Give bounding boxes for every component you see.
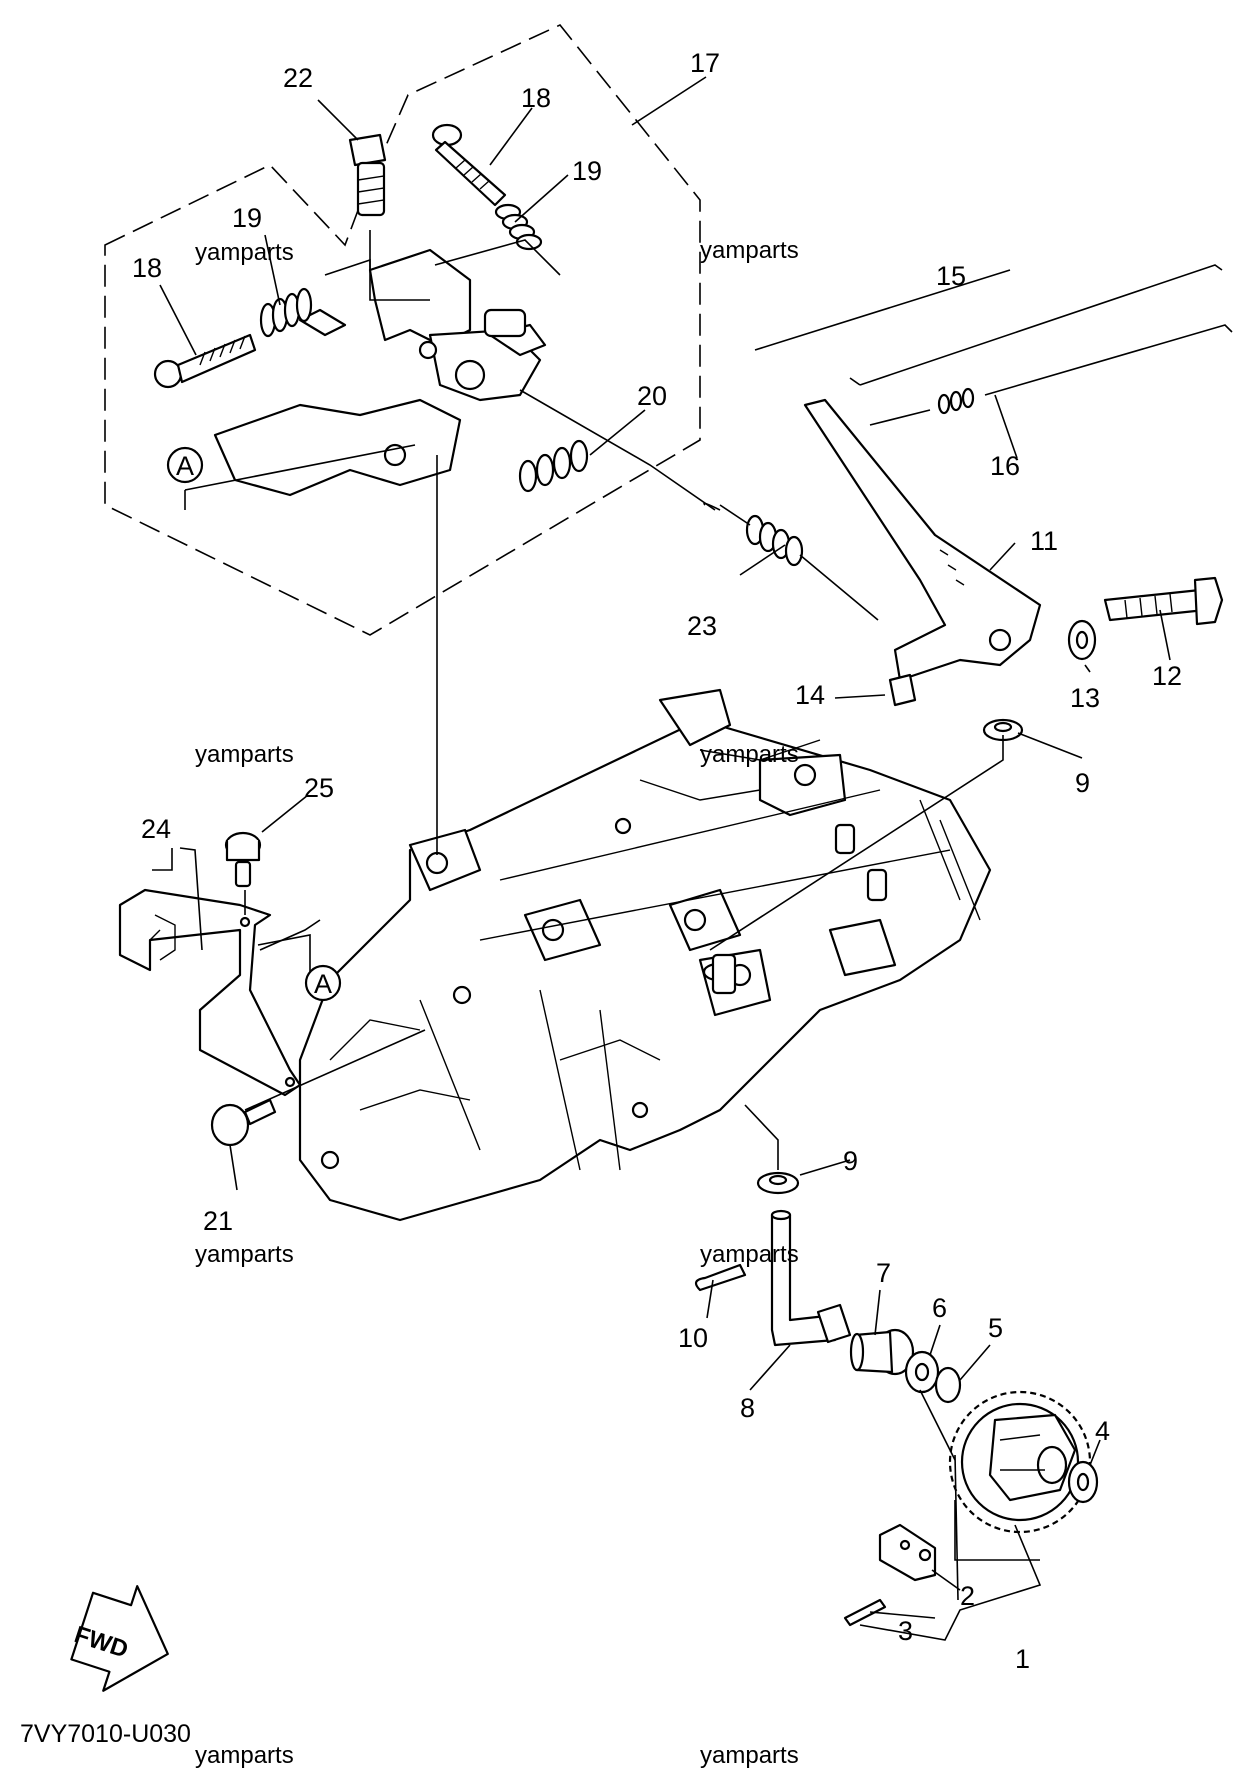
callout-20: 20 — [637, 381, 667, 411]
bolt-21 — [210, 1098, 277, 1147]
callout-17: 17 — [690, 48, 720, 78]
callout-21: 21 — [203, 1206, 233, 1236]
governor-gear-1 — [948, 1390, 1092, 1534]
reference-marker-a-bottom: A — [304, 964, 342, 1002]
watermark-5: yamparts — [195, 1241, 294, 1268]
watermark-2: yamparts — [700, 237, 799, 264]
callout-24: 24 — [141, 814, 171, 844]
callout-25: 25 — [304, 773, 334, 803]
callout-16: 16 — [990, 451, 1020, 481]
collar-7 — [849, 1328, 915, 1376]
nut-14 — [888, 673, 917, 707]
watermark-1: yamparts — [195, 239, 294, 266]
watermark-7: yamparts — [195, 1742, 294, 1769]
callout-numbers: 1 2 3 4 5 6 7 8 9 9 10 11 12 13 14 15 16… — [132, 48, 1182, 1674]
assembly-17-dashed-outline — [104, 24, 701, 636]
washer-9-bottom — [756, 1171, 800, 1195]
bolt-25 — [224, 831, 262, 888]
throttle-bracket-assembly — [213, 248, 547, 497]
callout-14: 14 — [795, 680, 825, 710]
callout-18-left: 18 — [132, 253, 162, 283]
callout-4: 4 — [1095, 1416, 1110, 1446]
washer-4 — [1067, 1460, 1099, 1504]
screw-18-top — [431, 123, 507, 207]
circlip-5 — [934, 1366, 962, 1404]
washer-6 — [904, 1350, 940, 1394]
screw-18-left — [153, 333, 257, 389]
callout-11: 11 — [1030, 526, 1058, 556]
callout-18-top: 18 — [521, 83, 551, 113]
callout-6: 6 — [932, 1293, 947, 1323]
bolt-22 — [348, 133, 387, 217]
diagram-code: 7VY7010-U030 — [20, 1720, 191, 1748]
callout-15: 15 — [936, 261, 966, 291]
watermark-3: yamparts — [195, 741, 294, 768]
watermark-6: yamparts — [700, 1241, 799, 1268]
watermark-4: yamparts — [700, 741, 799, 768]
callout-19-top: 19 — [572, 156, 602, 186]
callout-13: 13 — [1070, 683, 1100, 713]
lever-11 — [803, 398, 1042, 682]
callout-22: 22 — [283, 63, 313, 93]
rod-16 — [869, 324, 1233, 426]
callout-2: 2 — [960, 1581, 975, 1611]
governor-shaft-8 — [770, 1209, 852, 1347]
plate-2 — [878, 1523, 937, 1582]
callout-9-upper: 9 — [1075, 768, 1090, 798]
washer-13 — [1067, 619, 1097, 661]
svg-text:A: A — [314, 969, 332, 999]
watermarks: yamparts yamparts yamparts yamparts yamp… — [195, 237, 799, 1769]
bolt-12 — [1103, 576, 1224, 626]
rod-15 — [849, 264, 1223, 386]
callout-19-left: 19 — [232, 203, 262, 233]
reference-marker-a-top: A — [166, 446, 204, 484]
callout-7: 7 — [876, 1258, 891, 1288]
svg-text:A: A — [176, 451, 194, 481]
spring-19-top — [494, 203, 543, 251]
spring-19-left — [259, 287, 313, 338]
bracket-24 — [118, 888, 302, 1097]
callout-8: 8 — [740, 1393, 755, 1423]
callout-1: 1 — [1015, 1644, 1030, 1674]
pin-3 — [843, 1598, 887, 1627]
callout-10: 10 — [678, 1323, 708, 1353]
callout-23: 23 — [687, 611, 717, 641]
engine-crankcase — [298, 688, 992, 1222]
callout-9-lower: 9 — [843, 1146, 858, 1176]
fwd-direction-arrow: FWD — [70, 1585, 169, 1692]
leader-lines — [184, 230, 1042, 1641]
spring-20 — [518, 439, 589, 493]
callout-lines — [152, 76, 1171, 1619]
clip-10 — [694, 1263, 747, 1292]
watermark-8: yamparts — [700, 1742, 799, 1769]
callout-5: 5 — [988, 1313, 1003, 1343]
callout-3: 3 — [898, 1616, 913, 1646]
spring-23 — [703, 502, 879, 621]
callout-12: 12 — [1152, 661, 1182, 691]
